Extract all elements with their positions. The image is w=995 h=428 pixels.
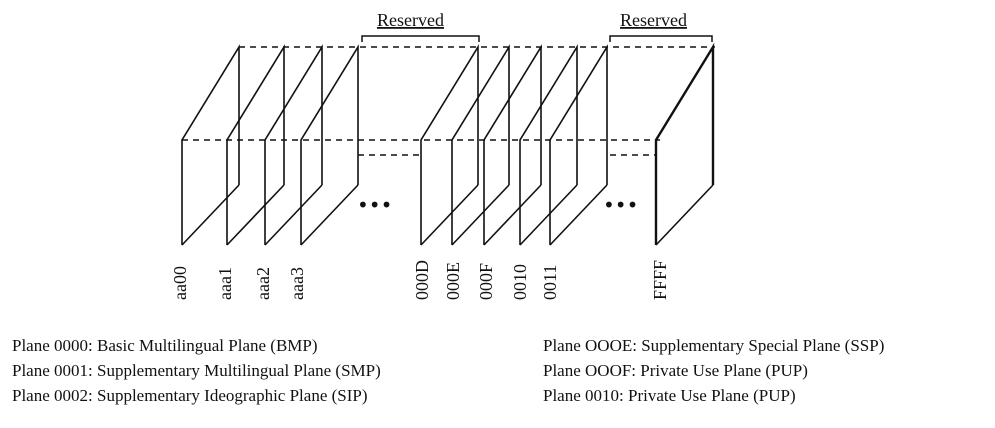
legend-item-pup-10: Plane 0010: Private Use Plane (PUP) bbox=[543, 383, 884, 408]
reserved-bracket-1 bbox=[362, 36, 479, 42]
plane-slice-edge bbox=[421, 185, 478, 245]
plane-label-000D: 000D bbox=[412, 260, 432, 300]
plane-label-0001: aaa1 bbox=[215, 267, 235, 300]
plane-slice-edge bbox=[452, 185, 509, 245]
plane-slice-edge bbox=[550, 185, 607, 245]
plane-slice-edge bbox=[656, 185, 713, 245]
reserved-bracket-2 bbox=[610, 36, 712, 42]
legend-item-smp: Plane 0001: Supplementary Multilingual P… bbox=[12, 358, 381, 383]
legend-item-ssp: Plane OOOE: Supplementary Special Plane … bbox=[543, 333, 884, 358]
plane-label-0011: 0011 bbox=[540, 265, 560, 300]
plane-slice-edge bbox=[182, 185, 239, 245]
plane-slice-edge bbox=[301, 185, 358, 245]
legend-item-bmp: Plane 0000: Basic Multilingual Plane (BM… bbox=[12, 333, 381, 358]
legend-left: Plane 0000: Basic Multilingual Plane (BM… bbox=[12, 333, 381, 408]
plane-slice-edge bbox=[484, 185, 541, 245]
plane-label-0003: aaa3 bbox=[287, 267, 307, 300]
plane-label-0000: aa00 bbox=[170, 266, 190, 300]
reserved-label-1: Reserved bbox=[377, 10, 444, 30]
unicode-planes-diagram: Reserved Reserved ••• ••• aa00 aaa1 aaa2… bbox=[0, 0, 995, 310]
plane-label-0002: aaa2 bbox=[253, 267, 273, 300]
ellipsis-1: ••• bbox=[357, 193, 392, 217]
plane-slice-edge bbox=[520, 185, 577, 245]
plane-labels: aa00 aaa1 aaa2 aaa3 000D 000E 000F 0010 … bbox=[170, 260, 670, 300]
reserved-label-2: Reserved bbox=[620, 10, 687, 30]
plane-slice-edge bbox=[227, 185, 284, 245]
legend-right: Plane OOOE: Supplementary Special Plane … bbox=[543, 333, 884, 408]
plane-slice-edge bbox=[265, 185, 322, 245]
plane-label-000F: 000F bbox=[476, 263, 496, 300]
plane-label-FFFF: FFFF bbox=[650, 260, 670, 300]
dashed-outline bbox=[182, 47, 715, 155]
ellipsis-2: ••• bbox=[603, 193, 638, 217]
legend-item-pup-f: Plane OOOF: Private Use Plane (PUP) bbox=[543, 358, 884, 383]
plane-label-0010: 0010 bbox=[510, 264, 530, 300]
legend-item-sip: Plane 0002: Supplementary Ideographic Pl… bbox=[12, 383, 381, 408]
plane-label-000E: 000E bbox=[443, 262, 463, 300]
